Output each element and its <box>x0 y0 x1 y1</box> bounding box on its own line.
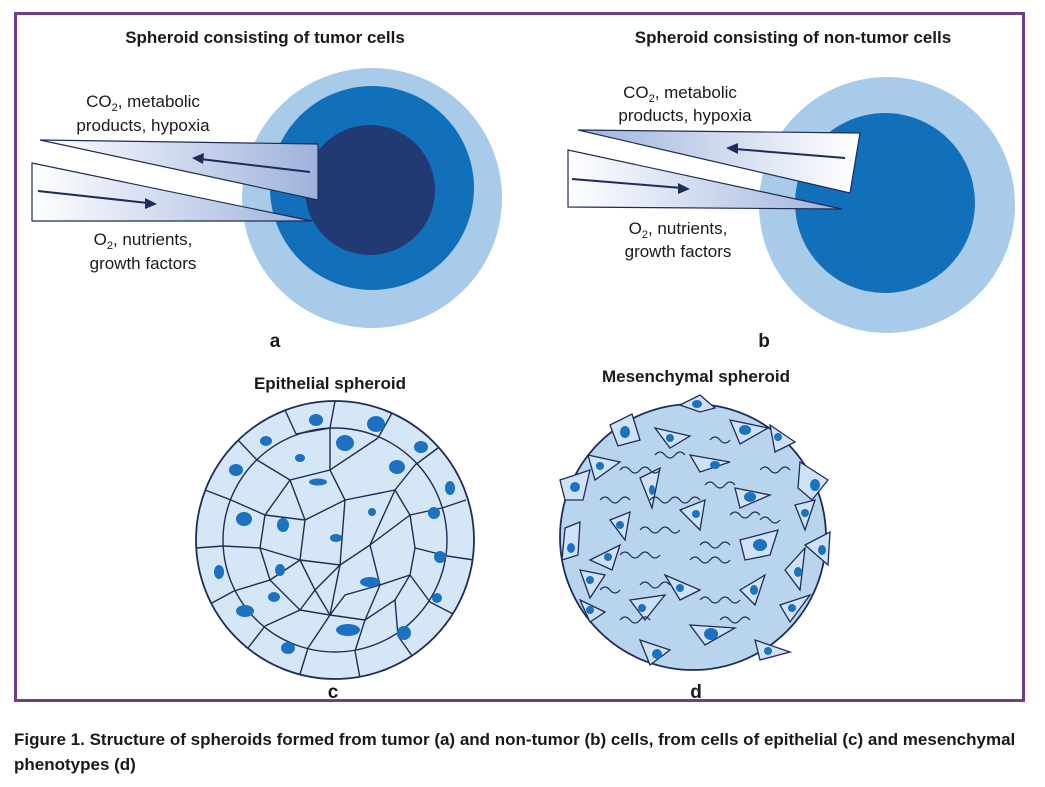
inflow-label: O2, nutrients, <box>94 230 193 252</box>
inflow-arrowhead <box>678 183 690 194</box>
inflow-wedge <box>31 162 313 222</box>
epithelial-spheroid-outline <box>195 400 475 680</box>
outflow-wedge <box>39 139 319 201</box>
panel-a-letter: a <box>270 331 281 352</box>
panel-d-letter: d <box>690 682 702 703</box>
inflow-label: O2, nutrients, <box>629 219 728 241</box>
inflow-arrowhead <box>145 198 157 209</box>
mesenchymal-nuclei <box>567 400 826 659</box>
outflow-wedge <box>577 129 861 194</box>
panel-b: Spheroid consisting of non-tumor cells C… <box>567 28 1015 352</box>
panel-d: Mesenchymal spheroid <box>559 367 831 703</box>
panel-a-title: Spheroid consisting of tumor cells <box>125 28 405 47</box>
epithelial-cell-boundaries <box>196 401 474 679</box>
outflow-arrowhead <box>726 143 738 154</box>
outflow-label-line2: products, hypoxia <box>618 106 752 125</box>
outflow-label: CO2, metabolic <box>623 83 737 105</box>
panel-a: Spheroid consisting of tumor cells CO2, … <box>31 28 502 352</box>
inflow-wedge <box>567 149 843 210</box>
outflow-arrow <box>199 158 311 173</box>
panel-d-title: Mesenchymal spheroid <box>602 367 790 386</box>
panel-b-title: Spheroid consisting of non-tumor cells <box>635 28 951 47</box>
panel-c: Epithelial spheroid <box>195 374 475 703</box>
outflow-arrowhead <box>192 153 204 164</box>
outflow-label-line2: products, hypoxia <box>76 116 210 135</box>
inflow-label-line2: growth factors <box>625 242 732 261</box>
figure-frame <box>14 12 1025 702</box>
panel-c-title: Epithelial spheroid <box>254 374 406 393</box>
outflow-arrow <box>734 148 846 159</box>
panel-c-letter: c <box>328 682 339 703</box>
necrotic-core <box>305 125 435 255</box>
outflow-label: CO2, metabolic <box>86 92 200 114</box>
inflow-label-line2: growth factors <box>90 254 197 273</box>
epithelial-nuclei <box>214 414 455 654</box>
figure-caption: Figure 1. Structure of spheroids formed … <box>14 730 1016 774</box>
inflow-arrow <box>571 178 683 189</box>
extracellular-matrix-fibers <box>599 436 791 624</box>
panel-b-letter: b <box>758 331 770 352</box>
inflow-arrow <box>37 190 149 204</box>
